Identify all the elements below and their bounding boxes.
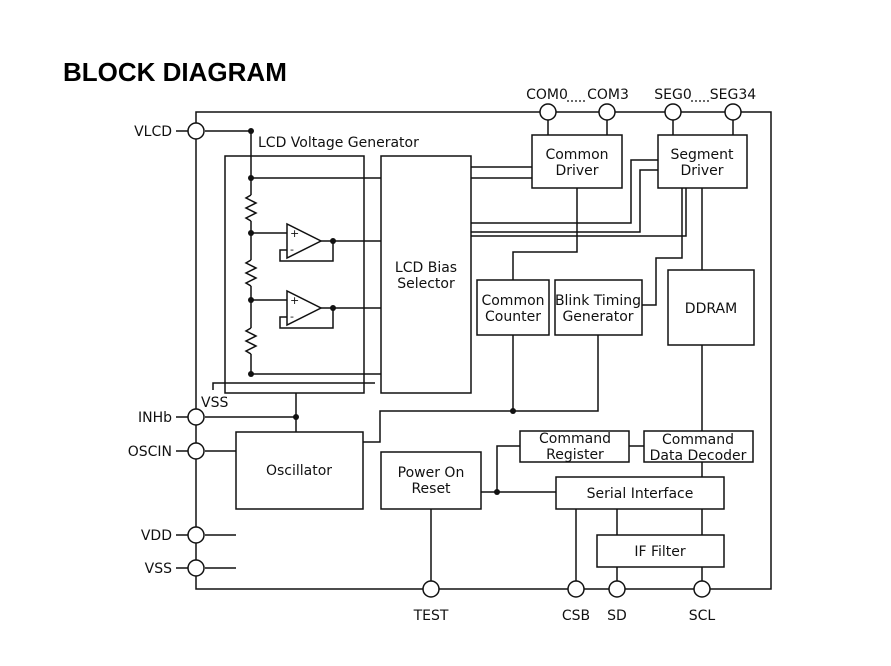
pin-com3 — [598, 103, 616, 121]
if-filter-label: IF Filter — [634, 544, 686, 560]
diagram-title: BLOCK DIAGRAM — [63, 57, 287, 87]
segment-driver-line-1: Segment — [671, 147, 735, 163]
resistor-ladder — [244, 131, 258, 374]
opamp-2 — [251, 289, 381, 329]
pin-com0-label: COM0 — [526, 87, 568, 103]
pin-seg0 — [664, 103, 682, 121]
oscillator-block — [235, 431, 364, 510]
pin-sd-label: SD — [607, 608, 627, 624]
pin-csb — [567, 580, 585, 598]
pin-oscin-label: OSCIN — [128, 444, 172, 460]
wire — [642, 188, 683, 306]
serial-interface-block — [555, 476, 725, 510]
opamp-2-minus: - — [290, 310, 294, 323]
common-driver-block — [531, 134, 623, 189]
wire — [512, 188, 578, 280]
junction-dot — [330, 238, 336, 244]
pin-seg34 — [724, 103, 742, 121]
pin-vss-label: VSS — [145, 561, 172, 577]
pin-oscin — [187, 442, 205, 460]
pin-seg0-label: SEG0 — [654, 87, 692, 103]
junction-dot — [293, 414, 299, 420]
lcd-voltage-generator-label: LCD Voltage Generator — [258, 135, 419, 151]
junction-dot — [494, 489, 500, 495]
segment-driver-line-2: Driver — [680, 163, 723, 179]
junction-dot — [330, 305, 336, 311]
segment-driver-block — [657, 134, 748, 189]
vss-internal-label: VSS — [201, 395, 228, 411]
opamp-2-plus: + — [290, 294, 299, 307]
blink-timing-generator-block — [554, 279, 643, 336]
pin-vdd-label: VDD — [141, 528, 172, 544]
opamp-1-plus: + — [290, 227, 299, 240]
pin-seg34-label: SEG34 — [710, 87, 756, 103]
pin-csb-label: CSB — [562, 608, 590, 624]
clock-wires — [363, 335, 599, 443]
common-counter-line-1: Common — [481, 293, 544, 309]
power-on-reset-line-2: Reset — [411, 481, 451, 497]
chip-outline — [195, 111, 772, 590]
serial-interface-label: Serial Interface — [587, 486, 694, 502]
bias-to-driver-wires — [471, 159, 687, 237]
wire — [212, 382, 375, 390]
lcd-bias-selector-line-2: Selector — [397, 276, 455, 292]
pin-vlcd-label: VLCD — [134, 124, 172, 140]
common-counter-line-2: Counter — [485, 309, 541, 325]
blink-timing-generator-line-1: Blink Timing — [555, 293, 641, 309]
power-on-reset-block — [380, 451, 482, 510]
command-register-line-1: Command — [539, 431, 611, 447]
interface-wires — [575, 509, 703, 582]
opamp-1 — [251, 222, 381, 262]
pin-com0 — [539, 103, 557, 121]
opamp-1-minus: - — [290, 243, 294, 256]
pin-test — [422, 580, 440, 598]
pin-scl-label: SCL — [689, 608, 716, 624]
ddram-block — [667, 269, 755, 346]
ddram-label: DDRAM — [685, 301, 737, 317]
pin-inhb-label: INHb — [138, 410, 172, 426]
pin-inhb — [187, 408, 205, 426]
command-data-decoder-block — [643, 430, 754, 463]
if-filter-block — [596, 534, 725, 568]
pin-test-label: TEST — [413, 608, 449, 624]
blink-timing-generator-line-2: Generator — [562, 309, 633, 325]
command-data-decoder-line-2: Data Decoder — [650, 448, 747, 464]
command-data-decoder-line-1: Command — [662, 432, 734, 448]
common-driver-line-1: Common — [545, 147, 608, 163]
oscillator-label: Oscillator — [266, 463, 332, 479]
junction-dot — [510, 408, 516, 414]
pin-com3-label: COM3 — [587, 87, 629, 103]
pin-vdd — [187, 526, 205, 544]
power-on-reset-line-1: Power On — [398, 465, 465, 481]
pin-vss — [187, 559, 205, 577]
wire — [496, 445, 520, 492]
lcd-bias-selector-line-1: LCD Bias — [395, 260, 457, 276]
lcd-bias-selector-block — [380, 155, 472, 394]
pin-scl — [693, 580, 711, 598]
pin-sd — [608, 580, 626, 598]
lcd-voltage-generator-region — [224, 155, 365, 394]
common-driver-line-2: Driver — [555, 163, 598, 179]
command-register-line-2: Register — [546, 447, 604, 463]
pin-vlcd — [187, 122, 205, 140]
